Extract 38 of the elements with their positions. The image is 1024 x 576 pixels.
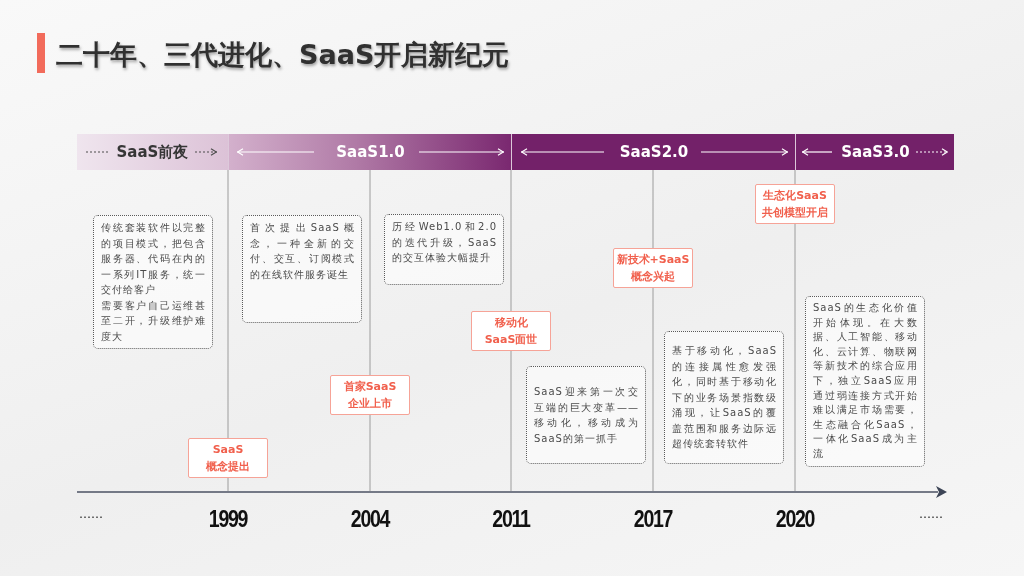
milestone-label: 移动化SaaS面世 — [483, 315, 539, 348]
milestone-box — [330, 375, 410, 415]
description-text: 传统套装软件以完整的项目模式，把包含服务器、代码在内的一系列IT服务，统一交付给客户 — [101, 221, 206, 297]
era-band — [511, 134, 795, 170]
era-band — [77, 134, 228, 170]
milestone-label: 生态化SaaS共创模型开启 — [761, 188, 829, 221]
description-card — [93, 215, 213, 349]
description-text: 需要客户自己运维甚至二开，升级维护难度大 — [101, 298, 206, 344]
era-label: SaaS2.0 — [619, 142, 689, 163]
description-text: 基于移动化，SaaS的连接属性愈发强化，同时基于移动化下的业务场景指数级涌现，让SaaS的覆盖范围和服务边际远超传统套转软件 — [672, 344, 777, 452]
year-label: 2020 — [775, 507, 815, 531]
milestone-box — [188, 438, 268, 478]
era-label: SaaS1.0 — [336, 142, 405, 163]
milestone-box — [471, 311, 551, 351]
description-card — [664, 331, 784, 464]
description-text: SaaS的生态化价值开始体现。在大数据、人工智能、移动化、云计算、物联网等新技术的综合应用下，独立SaaS应用通过弱连接方式开始难以满足市场需要，生态融合化SaaS，一体化SaaS成为主流 — [813, 301, 918, 461]
milestone-label: 首家SaaS企业上市 — [342, 379, 398, 412]
description-text: 历经Web1.0和2.0的迭代升级，SaaS的交互体验大幅提升 — [392, 220, 497, 265]
slide-title: 二十年、三代进化、SaaS开启新纪元 — [56, 38, 510, 72]
era-label: SaaS3.0 — [841, 142, 910, 163]
description-card — [242, 215, 362, 323]
ellipsis-dots: …… — [919, 507, 943, 521]
era-band — [795, 134, 954, 170]
description-text: SaaS迎来第一次交互端的巨大变革——移动化，移动成为SaaS的第一抓手 — [534, 385, 639, 446]
ellipsis-dots: …… — [79, 507, 103, 521]
description-text: 首次提出SaaS概念，一种全新的交付、交互、订阅模式的在线软件服务诞生 — [250, 221, 355, 282]
year-label: 2004 — [350, 507, 390, 531]
description-card — [526, 366, 646, 464]
year-label: 2011 — [492, 507, 530, 531]
milestone-label: 新技术+SaaS概念兴起 — [615, 252, 691, 285]
milestone-label: SaaS 概念提出 — [205, 442, 251, 475]
year-label: 1999 — [208, 507, 248, 531]
era-band — [228, 134, 511, 170]
milestone-box — [755, 184, 835, 224]
year-label: 2017 — [633, 507, 673, 531]
era-label: SaaS前夜 — [116, 142, 189, 163]
description-card — [384, 214, 504, 285]
description-card — [805, 296, 925, 467]
